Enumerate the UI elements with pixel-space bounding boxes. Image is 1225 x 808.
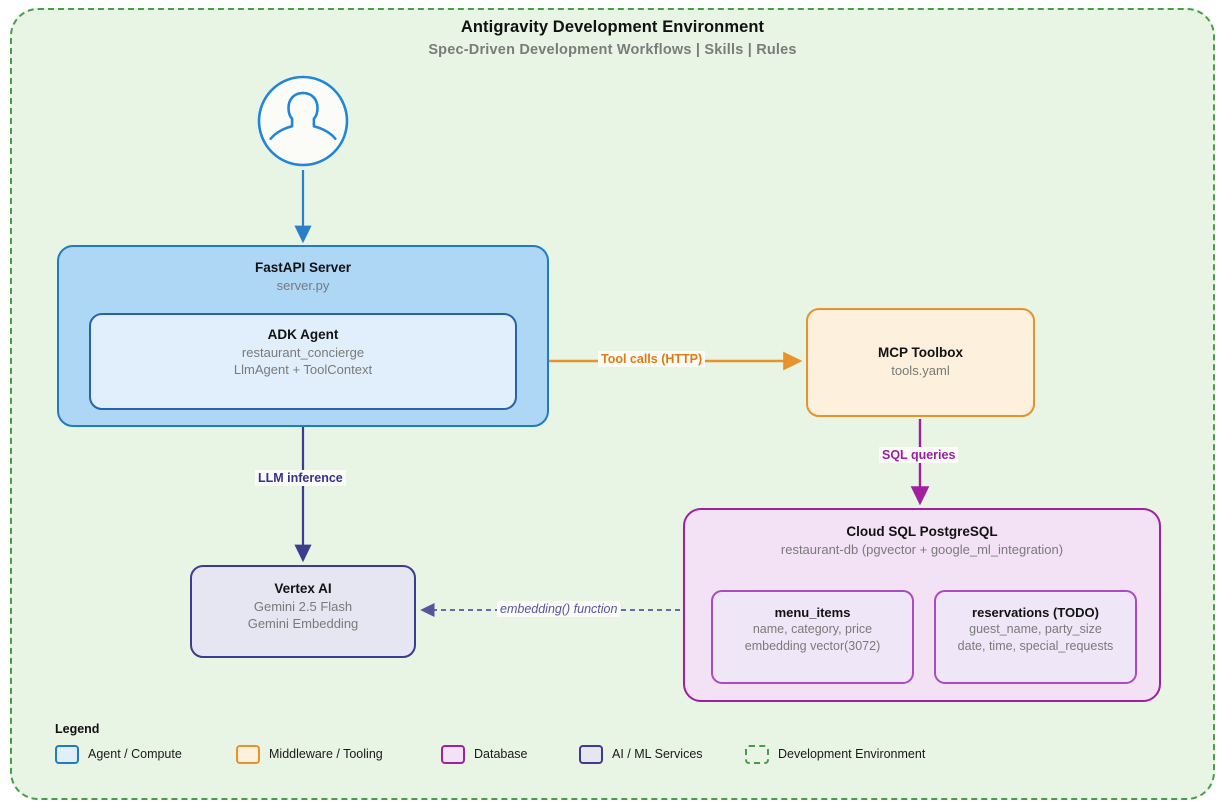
adk-agent-line2: LlmAgent + ToolContext: [233, 362, 373, 378]
adk-agent-line1: restaurant_concierge: [241, 344, 365, 360]
mcp-toolbox-subtitle: tools.yaml: [891, 363, 950, 379]
legend-title: Legend: [55, 722, 100, 736]
node-mcp-toolbox[interactable]: MCP Toolbox tools.yaml: [806, 308, 1035, 417]
reservations-line1: guest_name, party_size: [969, 622, 1102, 637]
db-table-menu-items[interactable]: menu_items name, category, price embeddi…: [711, 590, 914, 684]
db-table-group: menu_items name, category, price embeddi…: [685, 590, 1163, 684]
legend-swatch-development-environment: [745, 744, 769, 764]
vertex-ai-line2: Gemini Embedding: [247, 616, 359, 632]
cloud-sql-title: Cloud SQL PostgreSQL: [846, 524, 998, 539]
reservations-name: reservations (TODO): [972, 605, 1099, 620]
edge-label-llm-inference: LLM inference: [255, 470, 346, 486]
legend: Legend Agent / Compute Middleware / Tool…: [55, 722, 1055, 765]
edge-label-embedding-function: embedding() function: [497, 601, 621, 617]
edge-label-tool-calls: Tool calls (HTTP): [598, 351, 706, 367]
legend-label-database: Database: [474, 747, 528, 761]
node-adk-agent[interactable]: ADK Agent restaurant_concierge LlmAgent …: [89, 313, 517, 410]
avatar-circle: [257, 75, 349, 167]
legend-swatch-database: [441, 744, 465, 764]
user-avatar: [257, 75, 349, 167]
node-vertex-ai[interactable]: Vertex AI Gemini 2.5 Flash Gemini Embedd…: [190, 565, 416, 658]
legend-item-database: Database: [441, 744, 528, 764]
fastapi-subtitle: server.py: [276, 277, 330, 293]
menu-items-line1: name, category, price: [752, 622, 873, 637]
adk-agent-title: ADK Agent: [267, 327, 339, 342]
legend-item-ai-ml-services: AI / ML Services: [579, 744, 703, 764]
legend-label-agent-compute: Agent / Compute: [88, 747, 182, 761]
edge-label-sql-queries: SQL queries: [879, 447, 959, 463]
legend-swatch-ai-ml-services: [579, 744, 603, 764]
legend-item-development-environment: Development Environment: [745, 744, 926, 764]
legend-row: Agent / Compute Middleware / Tooling Dat…: [55, 743, 1055, 765]
legend-swatch-agent-compute: [55, 744, 79, 764]
fastapi-title: FastAPI Server: [254, 260, 352, 275]
legend-swatch-middleware-tooling: [236, 744, 260, 764]
legend-item-middleware-tooling: Middleware / Tooling: [236, 744, 383, 764]
menu-items-line2: embedding vector(3072): [744, 638, 881, 653]
vertex-ai-line1: Gemini 2.5 Flash: [253, 598, 353, 614]
person-silhouette-icon: [269, 91, 337, 140]
legend-label-development-environment: Development Environment: [778, 747, 926, 761]
legend-item-agent-compute: Agent / Compute: [55, 744, 182, 764]
mcp-toolbox-title: MCP Toolbox: [878, 345, 963, 361]
diagram-header: Antigravity Development Environment Spec…: [0, 18, 1225, 58]
legend-label-middleware-tooling: Middleware / Tooling: [269, 747, 383, 761]
page-subtitle: Spec-Driven Development Workflows | Skil…: [428, 42, 797, 58]
db-table-reservations[interactable]: reservations (TODO) guest_name, party_si…: [934, 590, 1137, 684]
node-cloud-sql-postgresql[interactable]: Cloud SQL PostgreSQL restaurant-db (pgve…: [683, 508, 1161, 702]
vertex-ai-title: Vertex AI: [274, 581, 332, 596]
reservations-line2: date, time, special_requests: [957, 638, 1114, 653]
cloud-sql-subtitle: restaurant-db (pgvector + google_ml_inte…: [780, 541, 1064, 557]
page-title: Antigravity Development Environment: [460, 18, 765, 36]
menu-items-name: menu_items: [774, 605, 851, 620]
legend-label-ai-ml-services: AI / ML Services: [612, 747, 703, 761]
